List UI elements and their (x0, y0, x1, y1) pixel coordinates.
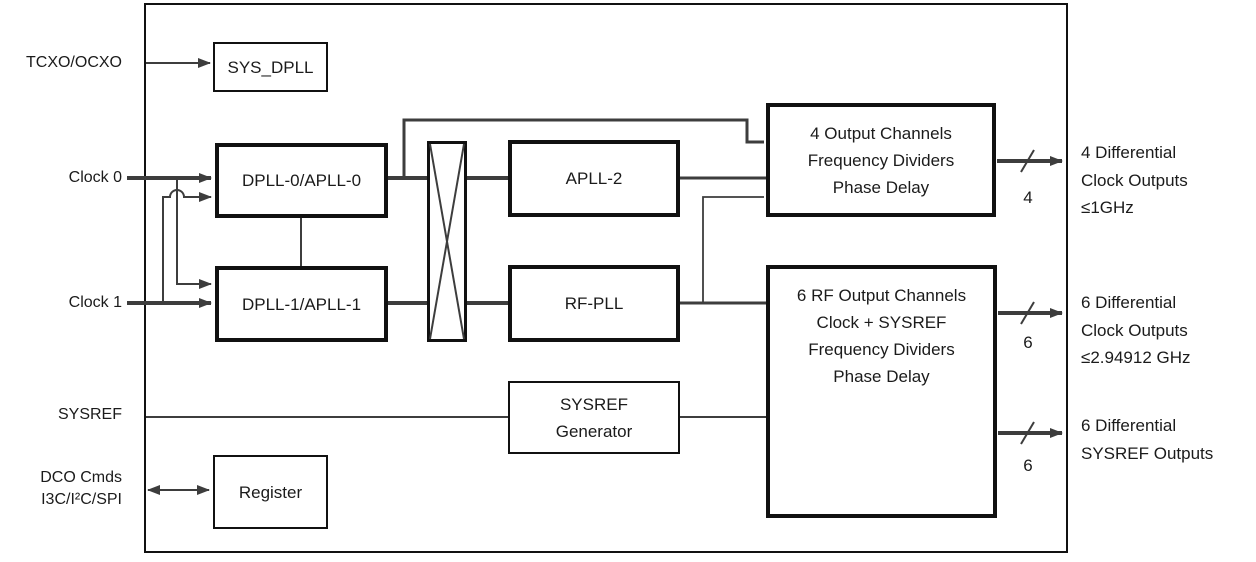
rf-output-channels-6-block: 6 RF Output Channels Clock + SYSREF Freq… (766, 265, 997, 518)
bus-width-4-clock: 4 (1023, 188, 1033, 207)
input-label-sysref: SYSREF (57, 406, 122, 423)
input-label-dco-cmds: DCO Cmds I3C/I²C/SPI (40, 469, 122, 508)
input-label-clock1: Clock 1 (68, 294, 122, 311)
dpll1-apll1-block: DPLL-1/APLL-1 (215, 266, 388, 342)
bus-width-6-clock: 6 (1023, 333, 1033, 352)
sys-dpll-block: SYS_DPLL (213, 42, 328, 92)
rf-pll-block: RF-PLL (508, 265, 680, 342)
output-label-6-diff-clock: 6 Differential Clock Outputs ≤2.94912 GH… (1081, 293, 1191, 367)
bus-width-6-sysref: 6 (1023, 456, 1033, 475)
register-block: Register (213, 455, 328, 529)
crossbar-switch-block (427, 141, 467, 342)
output-channels-4-block: 4 Output Channels Frequency Dividers Pha… (766, 103, 996, 217)
apll2-block: APLL-2 (508, 140, 680, 217)
sysref-generator-block: SYSREF Generator (508, 381, 680, 454)
input-label-clock0: Clock 0 (68, 169, 122, 186)
input-label-tcxo-ocxo: TCXO/OCXO (25, 54, 122, 71)
dpll0-apll0-block: DPLL-0/APLL-0 (215, 143, 388, 218)
output-label-6-diff-sysref: 6 Differential SYSREF Outputs (1081, 416, 1214, 463)
chip-boundary-box (144, 3, 1068, 553)
output-label-4-diff-clock: 4 Differential Clock Outputs ≤1GHz (1081, 143, 1188, 217)
